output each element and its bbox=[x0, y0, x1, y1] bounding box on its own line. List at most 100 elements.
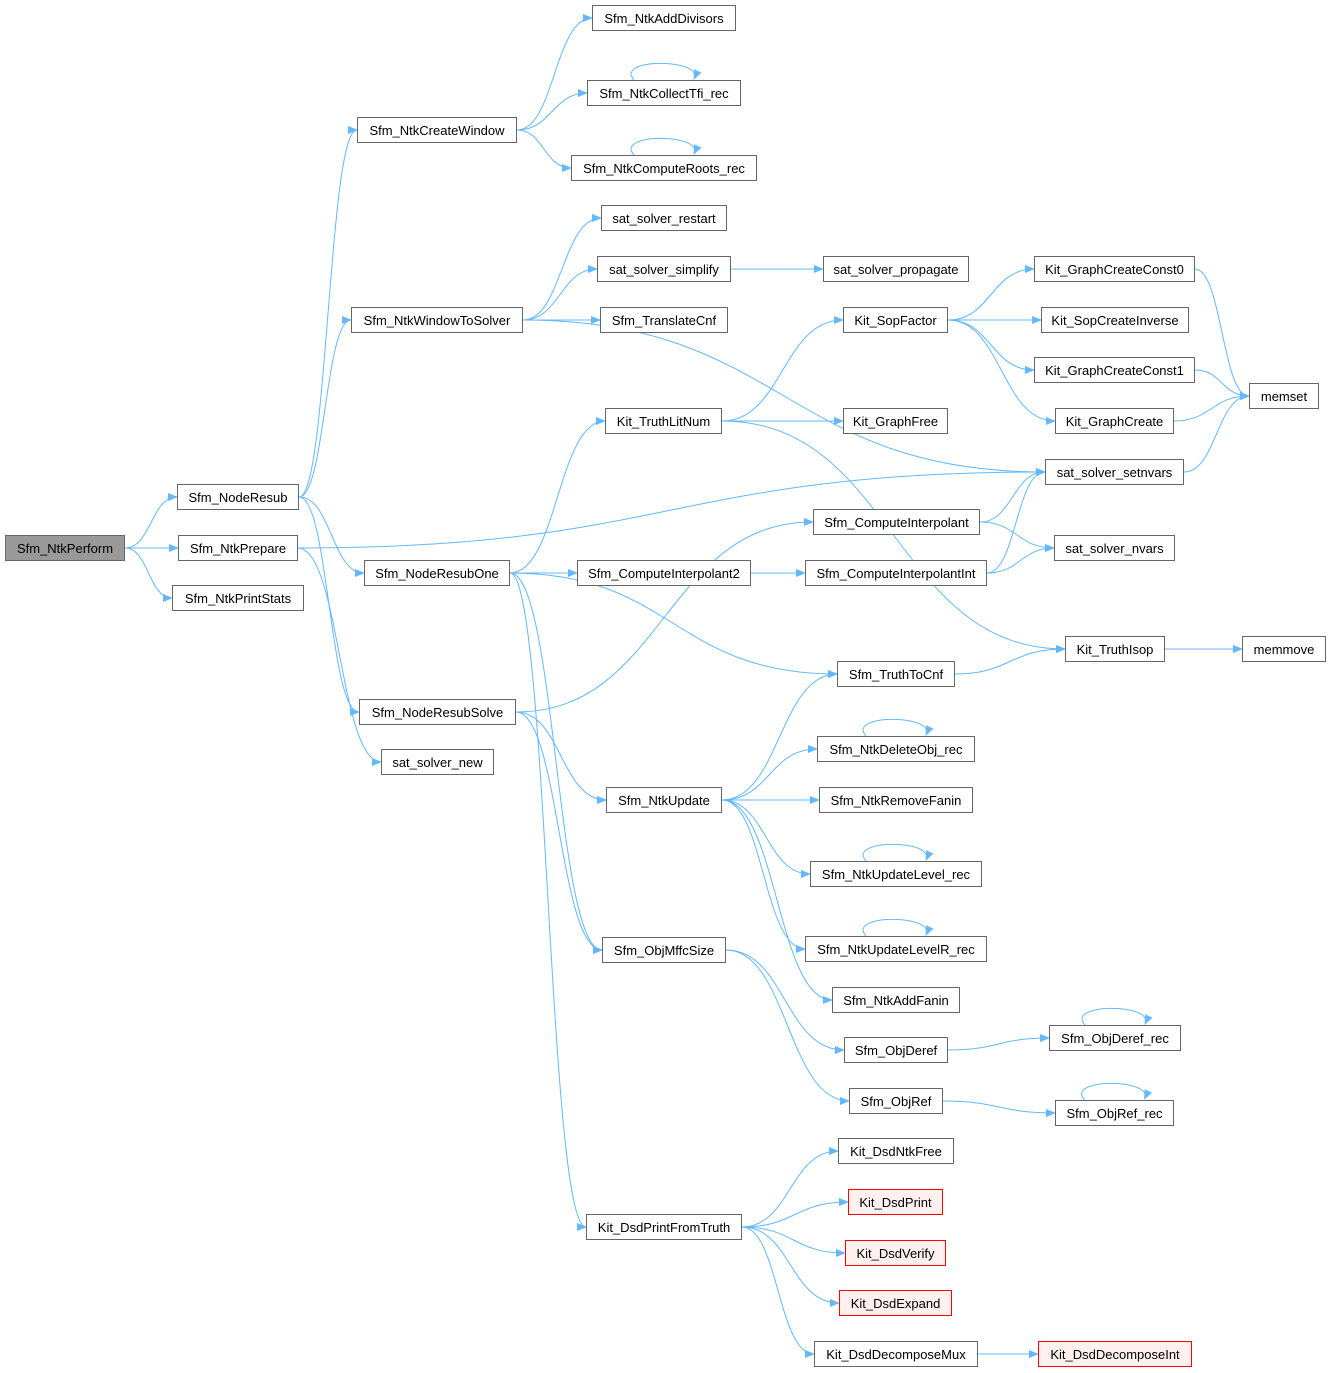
node-kit-dsdverify[interactable]: Kit_DsdVerify bbox=[845, 1240, 946, 1266]
node-sfm-ntkupdatelevel-rec[interactable]: Sfm_NtkUpdateLevel_rec bbox=[810, 861, 982, 887]
edge-ntkupdate-to-updatelevel bbox=[721, 799, 811, 878]
edge-noderesubone-to-dsdprintfromtruth bbox=[509, 572, 587, 1231]
edge-dsdprintfromtruth-to-dsdntkfree bbox=[741, 1147, 839, 1228]
node-sfm-ntkupdate[interactable]: Sfm_NtkUpdate bbox=[606, 787, 722, 813]
node-sfm-ntkaddfanin[interactable]: Sfm_NtkAddFanin bbox=[832, 987, 960, 1013]
node-sat-solver-propagate[interactable]: sat_solver_propagate bbox=[823, 256, 969, 282]
node-sfm-objderef-rec[interactable]: Sfm_ObjDeref_rec bbox=[1049, 1025, 1181, 1051]
edge-sopfactor-to-graphconst0 bbox=[947, 265, 1035, 321]
node-kit-graphcreateconst1[interactable]: Kit_GraphCreateConst1 bbox=[1034, 357, 1195, 383]
edge-ntkwindowtosolver-to-setnvars bbox=[522, 319, 1046, 476]
edge-ntkcreatewindow-to-ntkadddivisors bbox=[516, 14, 593, 131]
node-kit-truthlitnum[interactable]: Kit_TruthLitNum bbox=[605, 408, 722, 434]
node-sat-solver-setnvars[interactable]: sat_solver_setnvars bbox=[1045, 459, 1184, 485]
edge-noderesub-to-ntkcreatewindow bbox=[298, 126, 358, 498]
node-sfm-computeinterpolant[interactable]: Sfm_ComputeInterpolant bbox=[813, 509, 980, 535]
node-kit-graphcreateconst0[interactable]: Kit_GraphCreateConst0 bbox=[1034, 256, 1195, 282]
node-sat-solver-nvars[interactable]: sat_solver_nvars bbox=[1054, 535, 1175, 561]
node-kit-dsdntkfree[interactable]: Kit_DsdNtkFree bbox=[838, 1138, 954, 1164]
edge-updatelevelr-to-updatelevelr bbox=[862, 918, 934, 937]
node-kit-sopcreateinverse[interactable]: Kit_SopCreateInverse bbox=[1041, 307, 1189, 333]
edge-ntkcreatewindow-to-ntkcollecttfi bbox=[516, 89, 588, 131]
node-sfm-ntkprintstats[interactable]: Sfm_NtkPrintStats bbox=[172, 585, 304, 611]
node-kit-dsdprintfromtruth[interactable]: Kit_DsdPrintFromTruth bbox=[586, 1214, 742, 1240]
edge-dsdprintfromtruth-to-dsddecomposemux bbox=[741, 1226, 815, 1358]
edge-noderesub-to-ntkwindowtosolver bbox=[298, 316, 352, 498]
node-sfm-objref[interactable]: Sfm_ObjRef bbox=[849, 1088, 943, 1114]
edge-truthlitnum-to-sopfactor bbox=[721, 316, 844, 422]
node-kit-dsdprint[interactable]: Kit_DsdPrint bbox=[848, 1189, 943, 1215]
edge-objderef-to-objderefrec bbox=[947, 1034, 1050, 1051]
node-sfm-ntkperform[interactable]: Sfm_NtkPerform bbox=[5, 535, 125, 561]
node-sat-solver-simplify[interactable]: sat_solver_simplify bbox=[597, 256, 731, 282]
node-sfm-ntkprepare[interactable]: Sfm_NtkPrepare bbox=[178, 535, 298, 561]
edge-ntkprepare-to-setnvars bbox=[297, 468, 1046, 549]
edge-noderesubsolve-to-ntkupdate bbox=[515, 711, 607, 804]
node-sfm-ntkupdatelevelr-rec[interactable]: Sfm_NtkUpdateLevelR_rec bbox=[805, 936, 987, 962]
node-kit-truthisop[interactable]: Kit_TruthIsop bbox=[1065, 636, 1165, 662]
node-kit-dsddecomposemux[interactable]: Kit_DsdDecomposeMux bbox=[814, 1341, 978, 1367]
node-kit-graphfree[interactable]: Kit_GraphFree bbox=[843, 408, 948, 434]
node-sfm-ntkdeleteobj-rec[interactable]: Sfm_NtkDeleteObj_rec bbox=[817, 736, 975, 762]
edge-graphcreate-to-memset bbox=[1173, 392, 1250, 422]
node-sfm-computeinterpolant2[interactable]: Sfm_ComputeInterpolant2 bbox=[577, 560, 751, 586]
edge-ntkupdate-to-deleteobj bbox=[721, 745, 818, 801]
edge-sopfactor-to-graphconst1 bbox=[947, 319, 1035, 374]
node-sfm-objref-rec[interactable]: Sfm_ObjRef_rec bbox=[1055, 1100, 1174, 1126]
node-sfm-computeinterpolantint[interactable]: Sfm_ComputeInterpolantInt bbox=[805, 560, 987, 586]
node-sfm-noderesubone[interactable]: Sfm_NodeResubOne bbox=[364, 560, 510, 586]
edge-noderesubone-to-objmffcsize bbox=[509, 572, 603, 954]
edge-computeinterpolantint-to-nvars bbox=[986, 544, 1055, 574]
edge-noderesub-to-noderesubone bbox=[298, 496, 365, 577]
edge-ntkperform-to-ntkprintstats bbox=[124, 547, 173, 602]
node-sat-solver-new[interactable]: sat_solver_new bbox=[381, 749, 494, 775]
node-sfm-ntkremovefanin[interactable]: Sfm_NtkRemoveFanin bbox=[819, 787, 973, 813]
node-sfm-objderef[interactable]: Sfm_ObjDeref bbox=[844, 1037, 948, 1063]
node-sfm-noderesub[interactable]: Sfm_NodeResub bbox=[177, 484, 299, 510]
edge-ntkperform-to-noderesub bbox=[124, 493, 178, 549]
edge-graphconst0-to-memset bbox=[1194, 268, 1250, 400]
node-sfm-ntkcomputeroots-rec[interactable]: Sfm_NtkComputeRoots_rec bbox=[571, 155, 757, 181]
edge-sopfactor-to-graphcreate bbox=[947, 319, 1056, 425]
edge-dsdprintfromtruth-to-dsdexpand bbox=[741, 1226, 840, 1307]
node-sfm-objmffcsize[interactable]: Sfm_ObjMffcSize bbox=[602, 937, 726, 963]
edge-ntkwindowtosolver-to-solverrestart bbox=[522, 214, 602, 321]
edge-noderesubone-to-truthtocnf bbox=[509, 572, 838, 678]
edge-objref-to-objrefrec bbox=[942, 1100, 1056, 1117]
edge-objderefrec-to-objderefrec bbox=[1081, 1007, 1153, 1026]
edge-objmffcsize-to-objref bbox=[725, 949, 850, 1105]
node-kit-graphcreate[interactable]: Kit_GraphCreate bbox=[1055, 408, 1174, 434]
node-kit-dsdexpand[interactable]: Kit_DsdExpand bbox=[839, 1290, 952, 1316]
edge-ntkupdate-to-truthtocnf bbox=[721, 670, 838, 801]
edge-dsdprintfromtruth-to-dsdprint bbox=[741, 1198, 849, 1228]
edge-computeinterpolantint-to-setnvars bbox=[986, 468, 1046, 574]
edge-truthlitnum-to-truthisop bbox=[721, 420, 1066, 653]
node-sfm-ntkwindowtosolver[interactable]: Sfm_NtkWindowToSolver bbox=[351, 307, 523, 333]
node-sfm-ntkcollecttfi-rec[interactable]: Sfm_NtkCollectTfi_rec bbox=[587, 80, 741, 106]
node-sfm-translatecnf[interactable]: Sfm_TranslateCnf bbox=[600, 307, 728, 333]
edge-ntkcomputeroots-to-ntkcomputeroots bbox=[630, 137, 702, 156]
node-sfm-noderesubsolve[interactable]: Sfm_NodeResubSolve bbox=[359, 699, 516, 725]
node-kit-dsddecomposeint[interactable]: Kit_DsdDecomposeInt bbox=[1038, 1341, 1192, 1367]
node-memmove[interactable]: memmove bbox=[1242, 636, 1326, 662]
edge-ntkwindowtosolver-to-solversimplify bbox=[522, 265, 598, 321]
node-sat-solver-restart[interactable]: sat_solver_restart bbox=[601, 205, 727, 231]
edge-ntkcollecttfi-to-ntkcollecttfi bbox=[630, 62, 702, 81]
node-kit-sopfactor[interactable]: Kit_SopFactor bbox=[843, 307, 948, 333]
edge-truthtocnf-to-truthisop bbox=[954, 645, 1066, 675]
edge-deleteobj-to-deleteobj bbox=[862, 718, 934, 737]
edge-ntkcreatewindow-to-ntkcomputeroots bbox=[516, 129, 572, 172]
node-sfm-ntkcreatewindow[interactable]: Sfm_NtkCreateWindow bbox=[357, 117, 517, 143]
node-sfm-truthtocnf[interactable]: Sfm_TruthToCnf bbox=[837, 661, 955, 687]
edge-noderesubsolve-to-computeinterpolant bbox=[515, 518, 814, 713]
node-memset[interactable]: memset bbox=[1249, 383, 1319, 409]
edge-updatelevel-to-updatelevel bbox=[862, 843, 934, 862]
edge-ntkupdate-to-updatelevelr bbox=[721, 799, 806, 953]
node-sfm-ntkadddivisors[interactable]: Sfm_NtkAddDivisors bbox=[592, 5, 736, 31]
edge-dsdprintfromtruth-to-dsdverify bbox=[741, 1226, 846, 1257]
edge-noderesubone-to-truthlitnum bbox=[509, 417, 606, 574]
edge-objrefrec-to-objrefrec bbox=[1081, 1082, 1152, 1101]
edge-ntkprepare-to-solvernew bbox=[297, 547, 382, 766]
